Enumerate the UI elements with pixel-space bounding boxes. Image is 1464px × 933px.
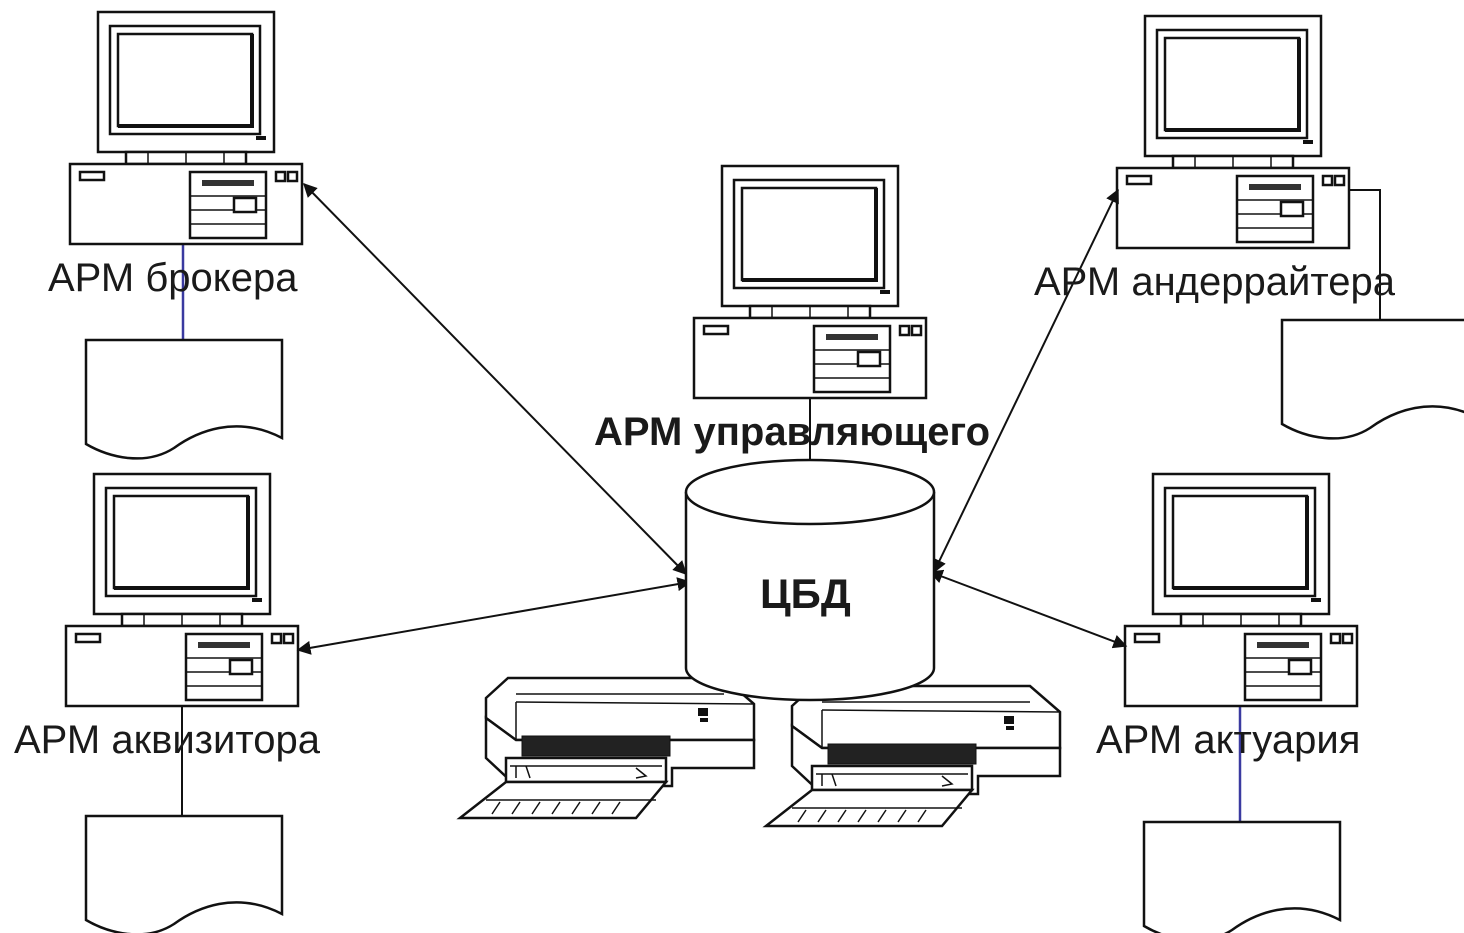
actuary-computer-icon — [1123, 472, 1359, 708]
actuary-label: АРМ актуария — [1096, 718, 1361, 762]
underwriter-document-icon — [1280, 318, 1464, 440]
printer-right-icon — [764, 684, 1062, 828]
broker-computer-icon — [68, 10, 304, 246]
actuary-db-arrow — [928, 569, 1128, 649]
database-cylinder-icon — [684, 458, 936, 702]
broker-label: АРМ брокера — [48, 256, 298, 300]
database-label: ЦБД — [760, 570, 851, 617]
acquisitor-computer-icon — [64, 472, 300, 708]
printer-left-icon — [458, 676, 756, 820]
acquisitor-label: АРМ аквизитора — [14, 718, 320, 762]
manager-label: АРМ управляющего — [594, 410, 991, 454]
underwriter-label: АРМ андеррайтера — [1034, 260, 1395, 304]
broker-db-arrow — [303, 182, 687, 576]
acquisitor-document-icon — [84, 814, 284, 933]
underwriter-doc-connector — [1349, 189, 1381, 320]
manager-computer-icon — [692, 164, 928, 400]
actuary-document-icon — [1142, 820, 1342, 933]
underwriter-computer-icon — [1115, 14, 1351, 250]
underwriter-db-arrow — [933, 188, 1119, 574]
acquisitor-db-arrow — [296, 577, 692, 655]
broker-document-icon — [84, 338, 284, 460]
